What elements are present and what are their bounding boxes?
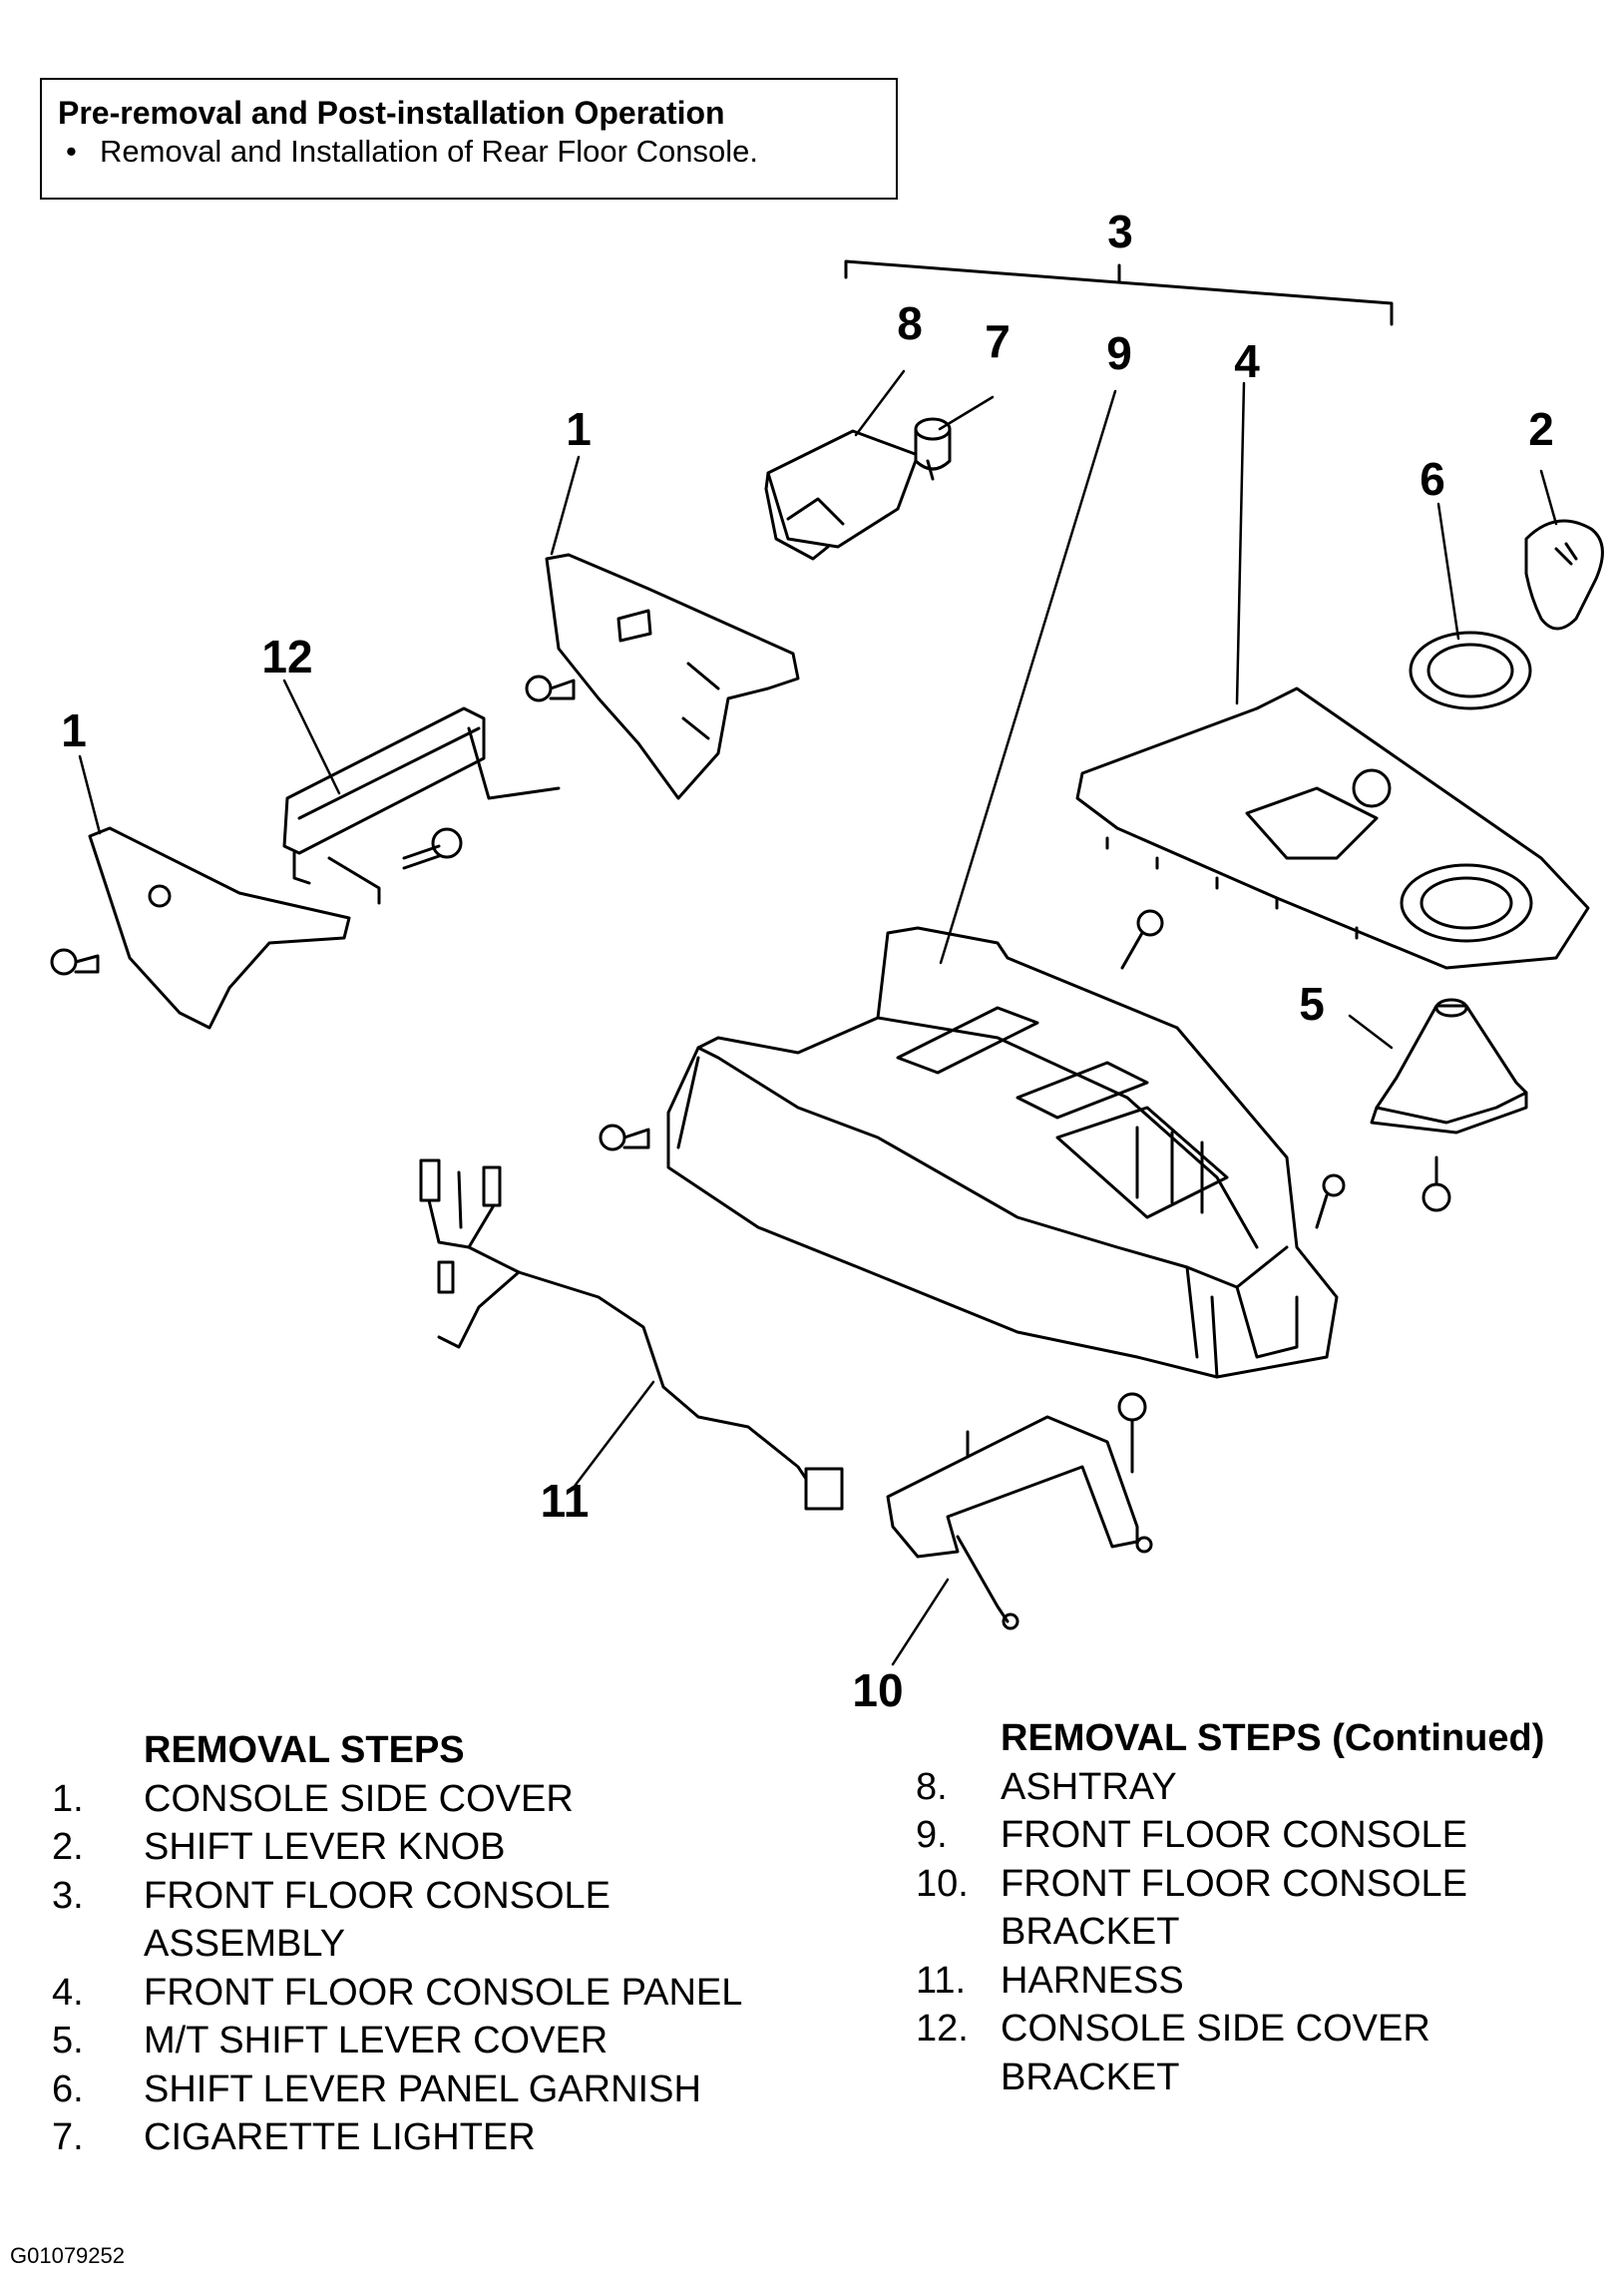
mt-shift-lever-cover (1370, 998, 1528, 1135)
bullet-icon: • (66, 134, 77, 169)
shift-lever-knob (1524, 519, 1604, 631)
front-floor-console-bracket (886, 1415, 1153, 1630)
list-item: 4.FRONT FLOOR CONSOLE PANEL (52, 1971, 743, 2014)
callout-1-right: 1 (566, 403, 592, 455)
callout-7: 7 (985, 315, 1011, 367)
shift-lever-panel-garnish (1409, 631, 1532, 710)
removal-steps-continued-title: REMOVAL STEPS (Continued) (1001, 1717, 1545, 1759)
screw-fastener-icon (1315, 1173, 1346, 1229)
callout-10: 10 (852, 1664, 903, 1716)
list-item: 7.CIGARETTE LIGHTER (52, 2116, 536, 2158)
console-side-cover-bracket (282, 706, 561, 905)
screw-fastener-icon (1120, 909, 1164, 970)
removal-steps-title: REMOVAL STEPS (144, 1729, 465, 1771)
leader-lines (78, 369, 1558, 1666)
console-side-cover-left (88, 826, 351, 1030)
clip-fastener-icon (50, 948, 100, 976)
removal-steps: REMOVAL STEPS 1.CONSOLE SIDE COVER 2.SHI… (52, 1726, 742, 2162)
removal-steps-continued: REMOVAL STEPS (Continued) 8.ASHTRAY 9.FR… (916, 1714, 1544, 2101)
list-item: 1.CONSOLE SIDE COVER (52, 1777, 574, 1820)
callout-8: 8 (897, 297, 923, 349)
note-item: • Removal and Installation of Rear Floor … (58, 132, 880, 172)
callout-6: 6 (1420, 453, 1445, 505)
bolt-fastener-icon (402, 827, 463, 870)
pre-removal-note: Pre-removal and Post-installation Operat… (40, 78, 898, 200)
clip-fastener-icon (599, 1124, 650, 1151)
clip-fastener-icon (525, 675, 576, 702)
console-side-cover-right (545, 553, 800, 800)
list-item: 10.FRONT FLOOR CONSOLE (916, 1862, 1468, 1905)
bolt-fastener-icon (1117, 1392, 1147, 1474)
callout-5: 5 (1299, 978, 1325, 1030)
list-item: BRACKET (1001, 2056, 1180, 2098)
front-floor-console (666, 926, 1339, 1379)
figure-id: G01079252 (10, 2243, 125, 2268)
list-item: BRACKET (1001, 1911, 1180, 1953)
list-item: 9.FRONT FLOOR CONSOLE (916, 1814, 1468, 1856)
note-title: Pre-removal and Post-installation Operat… (58, 95, 725, 131)
callout-3: 3 (1107, 206, 1133, 257)
list-item: 11.HARNESS (916, 1959, 1184, 2002)
note-item-text: Removal and Installation of Rear Floor C… (100, 134, 758, 169)
list-item: ASSEMBLY (144, 1923, 346, 1965)
callout-9: 9 (1106, 327, 1132, 379)
callout-1-left: 1 (61, 704, 87, 756)
callout-2: 2 (1528, 403, 1554, 455)
list-item: 12.CONSOLE SIDE COVER (916, 2008, 1430, 2050)
bolt-fastener-icon (1421, 1155, 1451, 1212)
cigarette-lighter-part (914, 417, 952, 481)
list-item: 8.ASHTRAY (916, 1765, 1177, 1808)
list-item: 3.FRONT FLOOR CONSOLE (52, 1874, 611, 1917)
list-item: 6.SHIFT LEVER PANEL GARNISH (52, 2067, 701, 2110)
list-item: 2.SHIFT LEVER KNOB (52, 1826, 506, 1868)
list-item: 5.M/T SHIFT LEVER COVER (52, 2020, 609, 2061)
assembly-bracket-3 (844, 259, 1394, 326)
ashtray-part (764, 429, 920, 561)
front-floor-console-panel (1075, 686, 1590, 970)
callout-12: 12 (261, 631, 312, 683)
harness-part (419, 1158, 844, 1511)
callout-11: 11 (541, 1475, 590, 1527)
callout-4: 4 (1234, 335, 1260, 387)
